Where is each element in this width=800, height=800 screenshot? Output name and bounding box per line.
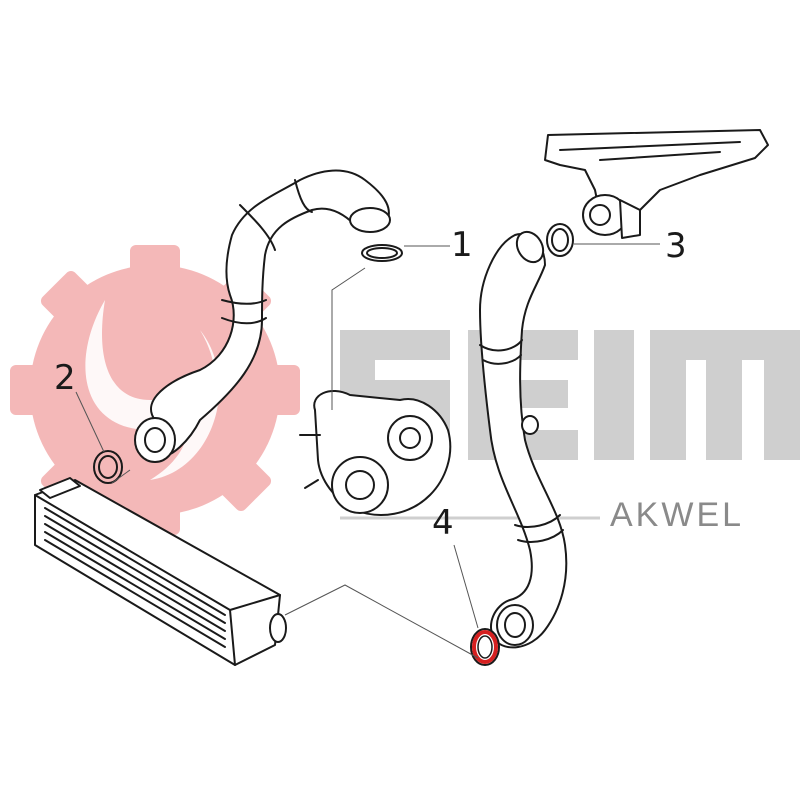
o-ring-4-highlight	[470, 628, 500, 666]
akwel-wordmark: AKWEL	[610, 496, 744, 534]
leader-lines	[75, 243, 660, 659]
o-ring-3	[546, 223, 574, 257]
callout-2: 2	[54, 358, 76, 398]
o-ring-3-inner	[551, 228, 569, 252]
o-ring-2-inner	[98, 455, 118, 479]
intercooler	[34, 477, 287, 666]
o-ring-2	[93, 450, 123, 484]
intake-manifold	[544, 129, 769, 239]
intercooler-hose	[479, 230, 568, 649]
upper-hose	[134, 169, 391, 463]
swoosh-icon	[85, 300, 220, 480]
callout-1: 1	[451, 225, 473, 265]
turbocharger	[299, 390, 452, 516]
callout-3: 3	[665, 226, 687, 266]
o-ring-1	[361, 244, 403, 262]
callout-4: 4	[432, 503, 454, 543]
o-ring-1-inner	[366, 247, 398, 259]
